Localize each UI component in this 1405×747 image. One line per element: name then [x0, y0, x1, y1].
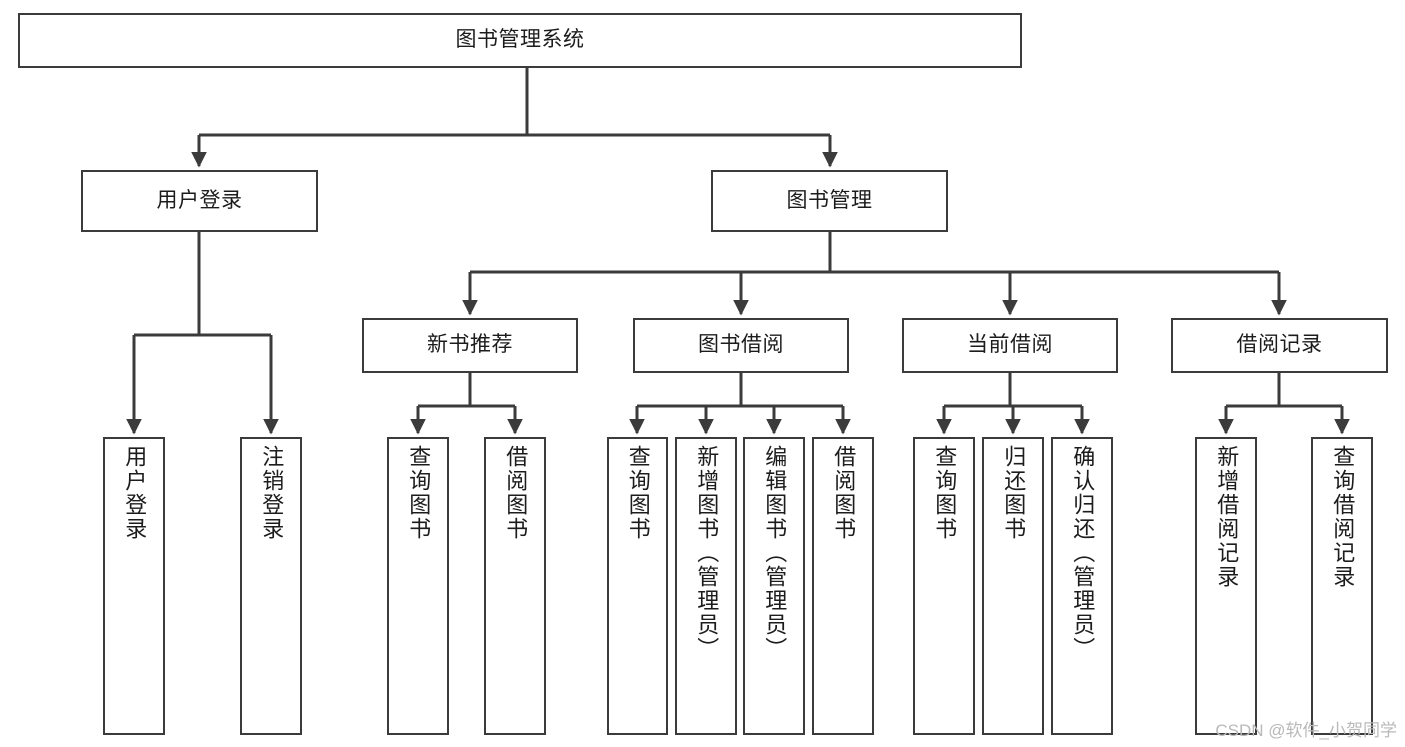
node-leaf-logout-login[interactable]: 注销登录 [240, 437, 302, 735]
node-user-login-label: 用户登录 [156, 188, 243, 212]
node-leaf-user-login-label: 用户登录 [122, 445, 148, 541]
node-book-manage-label: 图书管理 [786, 188, 873, 212]
csdn-watermark: CSDN @软件_小贺同学 [1215, 721, 1397, 740]
node-book-borrow-label: 图书借阅 [698, 333, 784, 357]
node-new-book-recommend-label: 新书推荐 [427, 333, 513, 357]
node-leaf-query-book-2-label: 查询图书 [625, 445, 651, 541]
node-leaf-query-book-1-label: 查询图书 [406, 445, 432, 541]
node-leaf-borrow-book-2[interactable]: 借阅图书 [812, 437, 874, 735]
node-leaf-query-borrow-record-label: 查询借阅记录 [1330, 445, 1356, 589]
node-leaf-edit-book-admin-label: 编辑图书（管理员） [762, 445, 788, 661]
node-current-borrow-label: 当前借阅 [967, 333, 1053, 357]
node-leaf-user-login[interactable]: 用户登录 [103, 437, 165, 735]
node-current-borrow[interactable]: 当前借阅 [902, 318, 1118, 373]
node-leaf-query-book-3-label: 查询图书 [932, 445, 958, 541]
node-leaf-borrow-book-1-label: 借阅图书 [503, 445, 529, 541]
node-leaf-borrow-book-1[interactable]: 借阅图书 [484, 437, 546, 735]
node-leaf-borrow-book-2-label: 借阅图书 [831, 445, 857, 541]
node-leaf-add-book-admin[interactable]: 新增图书（管理员） [675, 437, 737, 735]
node-book-borrow[interactable]: 图书借阅 [633, 318, 849, 373]
node-leaf-add-borrow-record-label: 新增借阅记录 [1214, 445, 1240, 589]
node-leaf-query-borrow-record[interactable]: 查询借阅记录 [1311, 437, 1373, 735]
node-leaf-logout-login-label: 注销登录 [259, 445, 285, 541]
node-root[interactable]: 图书管理系统 [18, 13, 1022, 68]
node-leaf-edit-book-admin[interactable]: 编辑图书（管理员） [743, 437, 805, 735]
node-leaf-confirm-return-admin[interactable]: 确认归还（管理员） [1051, 437, 1113, 735]
node-leaf-return-book[interactable]: 归还图书 [982, 437, 1044, 735]
node-user-login[interactable]: 用户登录 [81, 170, 318, 232]
node-borrow-record-label: 借阅记录 [1236, 333, 1323, 357]
node-leaf-return-book-label: 归还图书 [1001, 445, 1027, 541]
node-new-book-recommend[interactable]: 新书推荐 [362, 318, 578, 373]
node-book-manage[interactable]: 图书管理 [711, 170, 948, 232]
node-leaf-query-book-1[interactable]: 查询图书 [387, 437, 449, 735]
node-root-label: 图书管理系统 [455, 28, 585, 52]
node-leaf-query-book-2[interactable]: 查询图书 [607, 437, 668, 735]
node-leaf-add-borrow-record[interactable]: 新增借阅记录 [1195, 437, 1257, 735]
node-leaf-query-book-3[interactable]: 查询图书 [913, 437, 975, 735]
node-borrow-record[interactable]: 借阅记录 [1171, 318, 1388, 373]
node-leaf-confirm-return-admin-label: 确认归还（管理员） [1070, 445, 1096, 661]
node-leaf-add-book-admin-label: 新增图书（管理员） [694, 445, 720, 661]
